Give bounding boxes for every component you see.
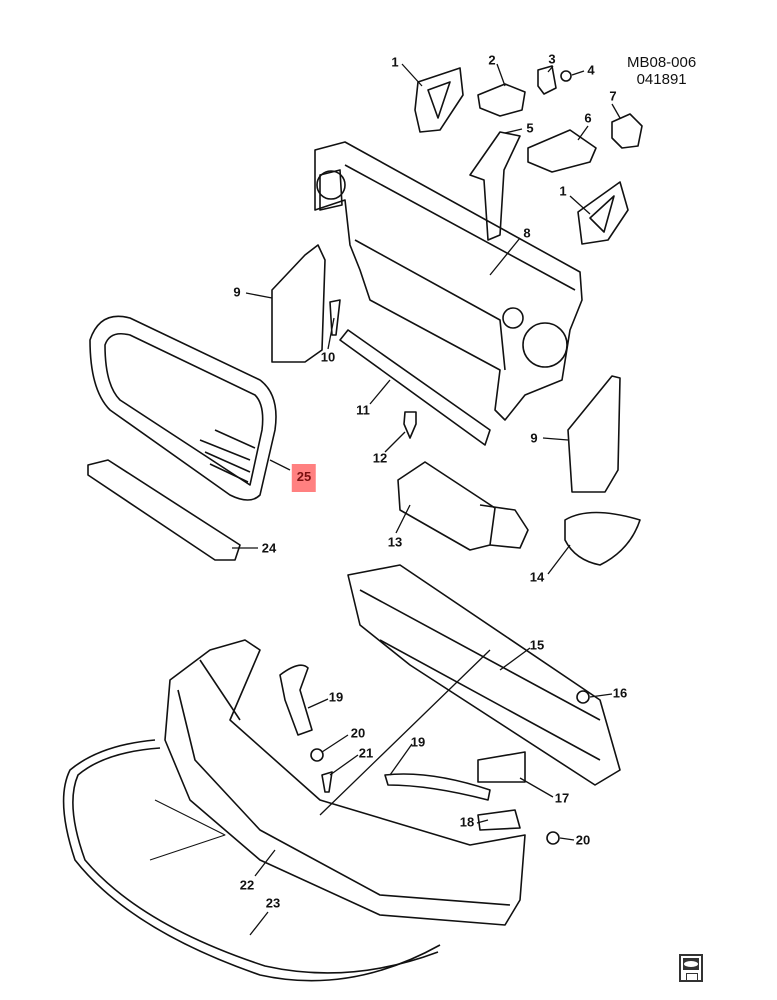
part-25-grille <box>89 315 277 501</box>
part-16-nut <box>576 690 590 704</box>
callout-1-lower[interactable]: 1 <box>559 183 567 199</box>
callout-2[interactable]: 2 <box>488 52 496 68</box>
callout-13[interactable]: 13 <box>387 534 403 550</box>
callout-19-right[interactable]: 19 <box>410 734 426 750</box>
callout-1[interactable]: 1 <box>391 54 399 70</box>
part-9-deflector-right <box>567 375 621 493</box>
part-14-side-marker <box>564 511 641 566</box>
callout-18[interactable]: 18 <box>459 814 475 830</box>
diagram-reference: MB08-006 041891 <box>627 54 696 88</box>
part-20-bolt-left <box>310 748 324 762</box>
manual-page-icon <box>679 954 703 982</box>
reference-code: MB08-006 <box>627 54 697 71</box>
part-24-filler <box>87 459 241 561</box>
part-23-air-deflector <box>62 739 441 982</box>
part-9-deflector-left <box>271 244 326 363</box>
reference-date: 041891 <box>636 71 687 88</box>
callout-5[interactable]: 5 <box>526 120 534 136</box>
callout-19-left[interactable]: 19 <box>328 689 344 705</box>
part-1-bracket-upper <box>414 67 464 133</box>
part-15-impact-bar <box>347 564 621 786</box>
callout-23[interactable]: 23 <box>265 895 281 911</box>
part-5-brace <box>469 131 521 241</box>
callout-12[interactable]: 12 <box>372 450 388 466</box>
callout-8[interactable]: 8 <box>523 225 531 241</box>
part-1-bracket-lower <box>577 181 629 245</box>
callout-9-left[interactable]: 9 <box>233 284 241 300</box>
part-22-bumper-fascia <box>164 639 526 926</box>
part-4-nut <box>560 70 572 82</box>
part-6-bracket <box>527 129 597 173</box>
part-10-bolt <box>329 299 341 336</box>
callout-17[interactable]: 17 <box>554 790 570 806</box>
callout-9-right[interactable]: 9 <box>530 430 538 446</box>
part-18-bracket <box>477 809 521 831</box>
part-17-bracket <box>477 751 526 783</box>
callout-10[interactable]: 10 <box>320 349 336 365</box>
callout-25-highlighted[interactable]: 25 <box>291 464 317 492</box>
callout-20-right[interactable]: 20 <box>575 832 591 848</box>
callout-11[interactable]: 11 <box>356 402 370 418</box>
callout-22[interactable]: 22 <box>239 877 255 893</box>
part-8-radiator-support <box>314 141 583 421</box>
part-2-bracket <box>477 83 526 117</box>
callout-24[interactable]: 24 <box>261 540 277 556</box>
part-21-screw <box>321 771 333 793</box>
part-11-baffle <box>339 329 491 446</box>
callout-3[interactable]: 3 <box>548 51 556 67</box>
callout-15[interactable]: 15 <box>529 637 545 653</box>
callout-21[interactable]: 21 <box>358 745 374 761</box>
part-20-nut-right <box>546 831 560 845</box>
part-3-clip <box>537 65 557 95</box>
part-12-push-pin <box>403 411 417 439</box>
callout-20-left[interactable]: 20 <box>350 725 366 741</box>
callout-7[interactable]: 7 <box>609 88 617 104</box>
part-13-parking-lamp <box>397 461 496 551</box>
part-7-clip <box>611 113 643 149</box>
callout-4[interactable]: 4 <box>587 62 595 78</box>
part-19-strip-right <box>384 773 491 801</box>
callout-16[interactable]: 16 <box>612 685 628 701</box>
callout-14[interactable]: 14 <box>529 569 545 585</box>
part-19-strip-left <box>279 664 313 736</box>
callout-6[interactable]: 6 <box>584 110 592 126</box>
